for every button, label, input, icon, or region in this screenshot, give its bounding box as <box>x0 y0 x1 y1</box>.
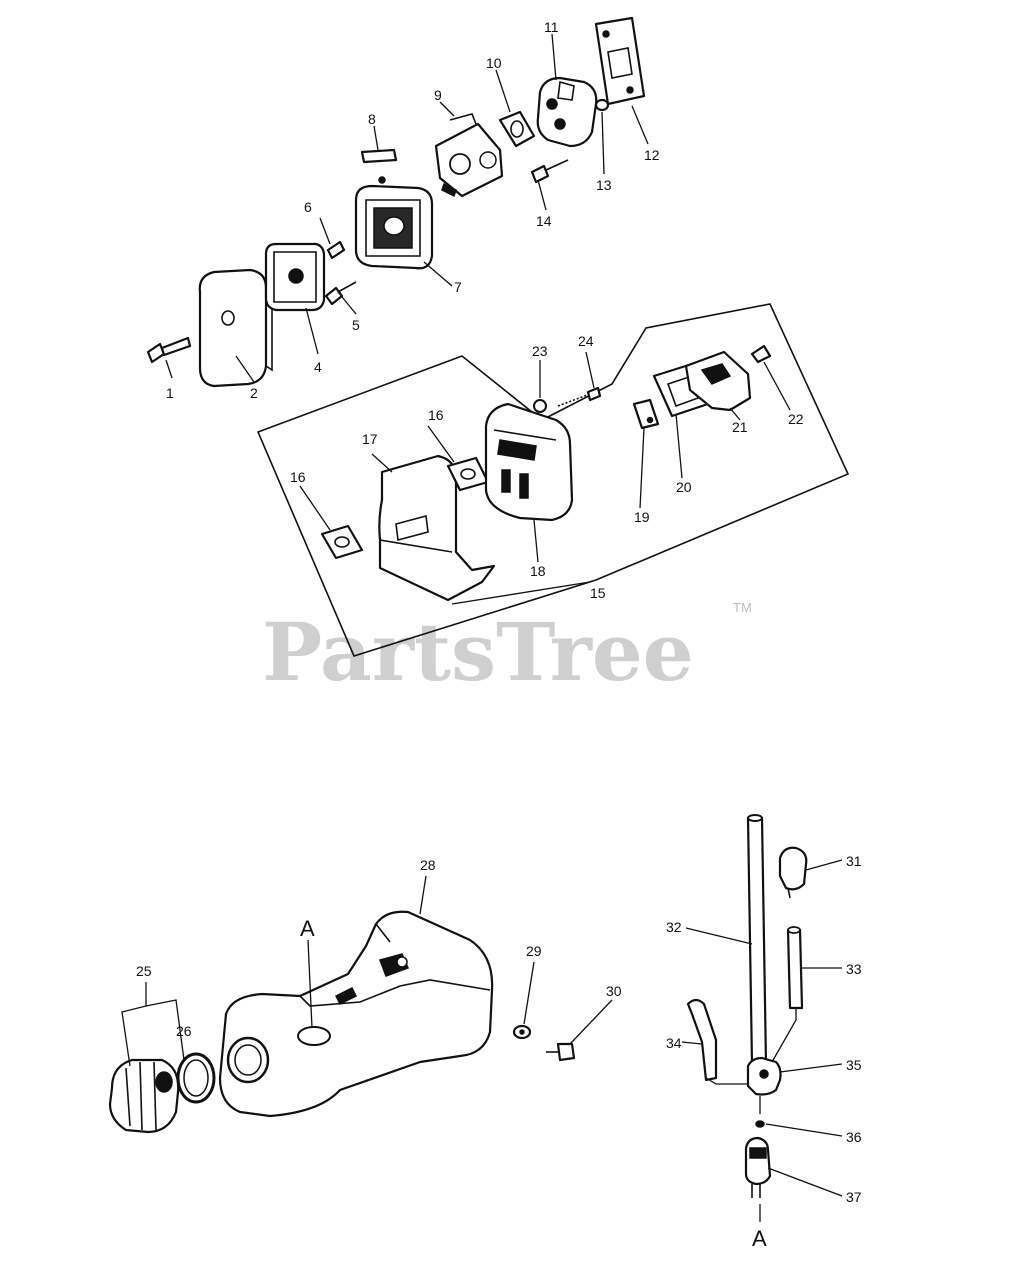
o-ring <box>755 1120 765 1128</box>
callout-10: 10 <box>486 55 502 71</box>
grommet <box>746 1056 782 1096</box>
callout-16-middle: 16 <box>428 407 444 423</box>
gasket-10 <box>498 110 536 148</box>
muffler-kit-outline <box>256 303 850 657</box>
long-bolt-24 <box>557 386 602 407</box>
callout-22: 22 <box>788 411 804 427</box>
fuel-filter <box>744 1136 772 1198</box>
gasket-plate <box>594 16 646 106</box>
callout-6: 6 <box>304 199 312 215</box>
leader-lines <box>121 33 843 1222</box>
callout-21: 21 <box>732 419 748 435</box>
callout-11: 11 <box>544 19 559 35</box>
bolt-5 <box>324 281 357 306</box>
nut-13 <box>594 98 610 112</box>
washer-29 <box>512 1024 532 1040</box>
air-cleaner-base <box>354 176 434 270</box>
callout-4: 4 <box>314 359 322 375</box>
callout-5: 5 <box>352 317 360 333</box>
air-filter-element <box>264 242 326 312</box>
watermark-text: PartsTree <box>262 605 694 699</box>
callout-9: 9 <box>434 87 442 103</box>
callout-16-left: 16 <box>290 469 306 485</box>
fuel-line-long <box>746 814 768 1066</box>
callout-8: 8 <box>368 111 376 127</box>
carburetor <box>434 113 504 198</box>
callout-30: 30 <box>606 983 622 999</box>
gasket-16-middle <box>446 456 490 492</box>
callout-15: 15 <box>590 585 606 601</box>
callout-23: 23 <box>532 343 548 359</box>
air-cleaner-cover <box>198 268 273 388</box>
callout-26: 26 <box>176 1023 192 1039</box>
bolt-30 <box>546 1042 576 1062</box>
callout-17: 17 <box>362 431 378 447</box>
callout-1: 1 <box>166 385 174 401</box>
plate-19 <box>632 398 660 430</box>
callout-35: 35 <box>846 1057 862 1073</box>
insulator-block <box>536 76 598 148</box>
gasket-strip-8 <box>360 148 398 164</box>
gasket-18-left <box>320 524 364 560</box>
fuel-cap <box>108 1058 180 1134</box>
heat-shield <box>378 454 496 602</box>
callout-33: 33 <box>846 961 862 977</box>
callout-20: 20 <box>676 479 692 495</box>
callout-2: 2 <box>250 385 258 401</box>
callout-24: 24 <box>578 333 594 349</box>
screw-6 <box>326 240 346 260</box>
bolt-14 <box>530 159 569 184</box>
callout-13: 13 <box>596 177 612 193</box>
return-line <box>786 926 804 1010</box>
watermark-trademark: TM <box>733 600 752 615</box>
muffler-cover <box>684 350 752 412</box>
callout-36: 36 <box>846 1129 862 1145</box>
screw-22 <box>750 344 772 364</box>
fuel-tank <box>218 910 494 1118</box>
wing-bolt <box>146 336 192 364</box>
washer-23 <box>533 399 547 413</box>
callout-37: 37 <box>846 1189 862 1205</box>
callout-12: 12 <box>644 147 660 163</box>
callout-31: 31 <box>846 853 862 869</box>
callout-25: 25 <box>136 963 152 979</box>
cap-gasket <box>176 1052 216 1104</box>
callout-28: 28 <box>420 857 436 873</box>
callout-34: 34 <box>666 1035 682 1051</box>
primer-bulb <box>778 846 808 899</box>
callout-32: 32 <box>666 919 682 935</box>
callout-labels: 1 2 4 5 6 7 8 9 10 11 12 13 14 15 16 16 … <box>136 19 862 1251</box>
reference-a-tank: A <box>300 916 315 941</box>
muffler-body <box>484 402 574 522</box>
callout-7: 7 <box>454 279 462 295</box>
callout-18: 18 <box>530 563 546 579</box>
elbow-hose <box>686 998 718 1082</box>
callout-19: 19 <box>634 509 650 525</box>
callout-14: 14 <box>536 213 552 229</box>
callout-29: 29 <box>526 943 542 959</box>
reference-a-filter: A <box>752 1226 767 1251</box>
